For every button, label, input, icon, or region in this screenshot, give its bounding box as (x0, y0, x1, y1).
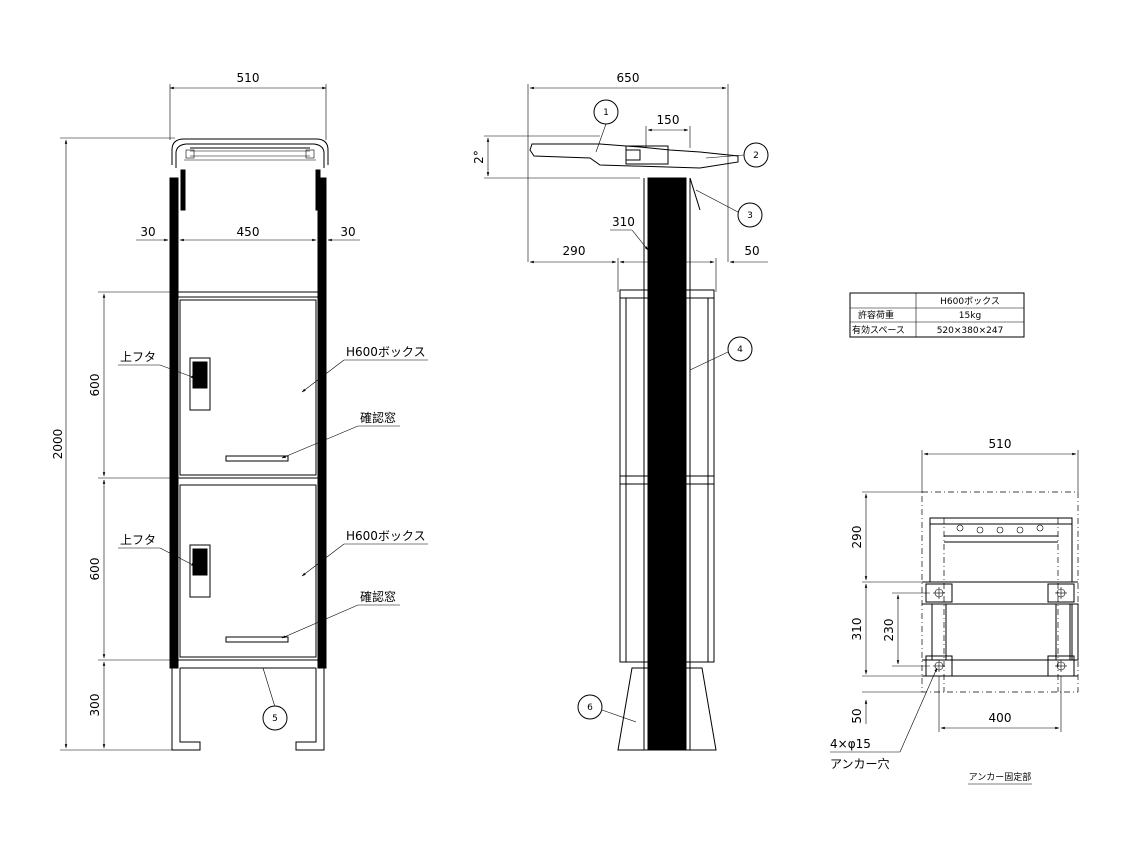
dim-inner-width: 450 (237, 225, 260, 239)
front-roof (171, 138, 329, 211)
anchor-hole-2 (1055, 587, 1067, 599)
callout-3: 3 (747, 211, 753, 221)
dim-front-width: 510 (237, 71, 260, 85)
callout-4: 4 (737, 345, 743, 355)
dim-box-lower: 600 (88, 558, 102, 581)
spec-value-space: 520×380×247 (937, 326, 1004, 336)
front-left-post (169, 177, 179, 669)
side-roof (529, 143, 739, 169)
callout-6: 6 (587, 703, 593, 713)
anchor-dim-230: 230 (882, 619, 896, 642)
front-legs (171, 667, 325, 751)
anchor-hole-1 (933, 587, 945, 599)
dim-leg: 300 (88, 694, 102, 717)
anchor-view: 510 (830, 437, 1079, 785)
dim-310: 310 (612, 215, 635, 229)
window-label-lower: 確認窓 (360, 589, 396, 604)
anchor-dim-310: 310 (850, 618, 864, 641)
lid-label-lower: 上フタ (120, 533, 156, 547)
anchor-dim-width: 510 (989, 437, 1012, 451)
anchor-dim-400: 400 (989, 711, 1012, 725)
dim-290: 290 (563, 244, 586, 258)
window-label-upper: 確認窓 (360, 410, 396, 425)
dim-right-wall: 30 (340, 225, 355, 239)
spec-table: H600ボックス 許容荷重 15kg 有効スペース 520×380×247 (849, 292, 1025, 338)
lid-label-upper: 上フタ (120, 350, 156, 364)
spec-value-load: 15kg (959, 311, 981, 321)
anchor-title: アンカー固定部 (969, 771, 1032, 783)
anchor-hole-spec: 4×φ15 (830, 737, 871, 751)
side-column (619, 177, 715, 751)
side-view: 650 150 2° (472, 71, 769, 751)
anchor-hole-3 (933, 660, 945, 672)
anchor-hole-label: アンカー穴 (830, 756, 890, 771)
spec-label-space: 有効スペース (852, 324, 905, 336)
anchor-dim-50: 50 (850, 708, 864, 723)
box-label-upper: H600ボックス (346, 345, 426, 359)
dim-150: 150 (657, 113, 680, 127)
dim-angle: 2° (472, 150, 486, 164)
callout-5: 5 (272, 714, 278, 724)
front-view: 510 30 450 30 (51, 71, 428, 751)
dim-50: 50 (744, 244, 759, 258)
anchor-hole-4 (1055, 660, 1067, 672)
front-right-post (317, 177, 327, 669)
dim-front-height: 2000 (51, 429, 65, 460)
upper-box (179, 299, 317, 476)
side-base (617, 667, 717, 751)
callout-2: 2 (753, 151, 759, 161)
spec-label-load: 許容荷重 (858, 309, 894, 321)
dim-roof-width: 650 (617, 71, 640, 85)
lower-box (179, 484, 317, 658)
box-label-lower: H600ボックス (346, 529, 426, 543)
anchor-dim-290: 290 (850, 526, 864, 549)
callout-1: 1 (603, 108, 609, 118)
dim-left-wall: 30 (140, 225, 155, 239)
dim-box-upper: 600 (88, 374, 102, 397)
spec-header: H600ボックス (940, 296, 1000, 307)
